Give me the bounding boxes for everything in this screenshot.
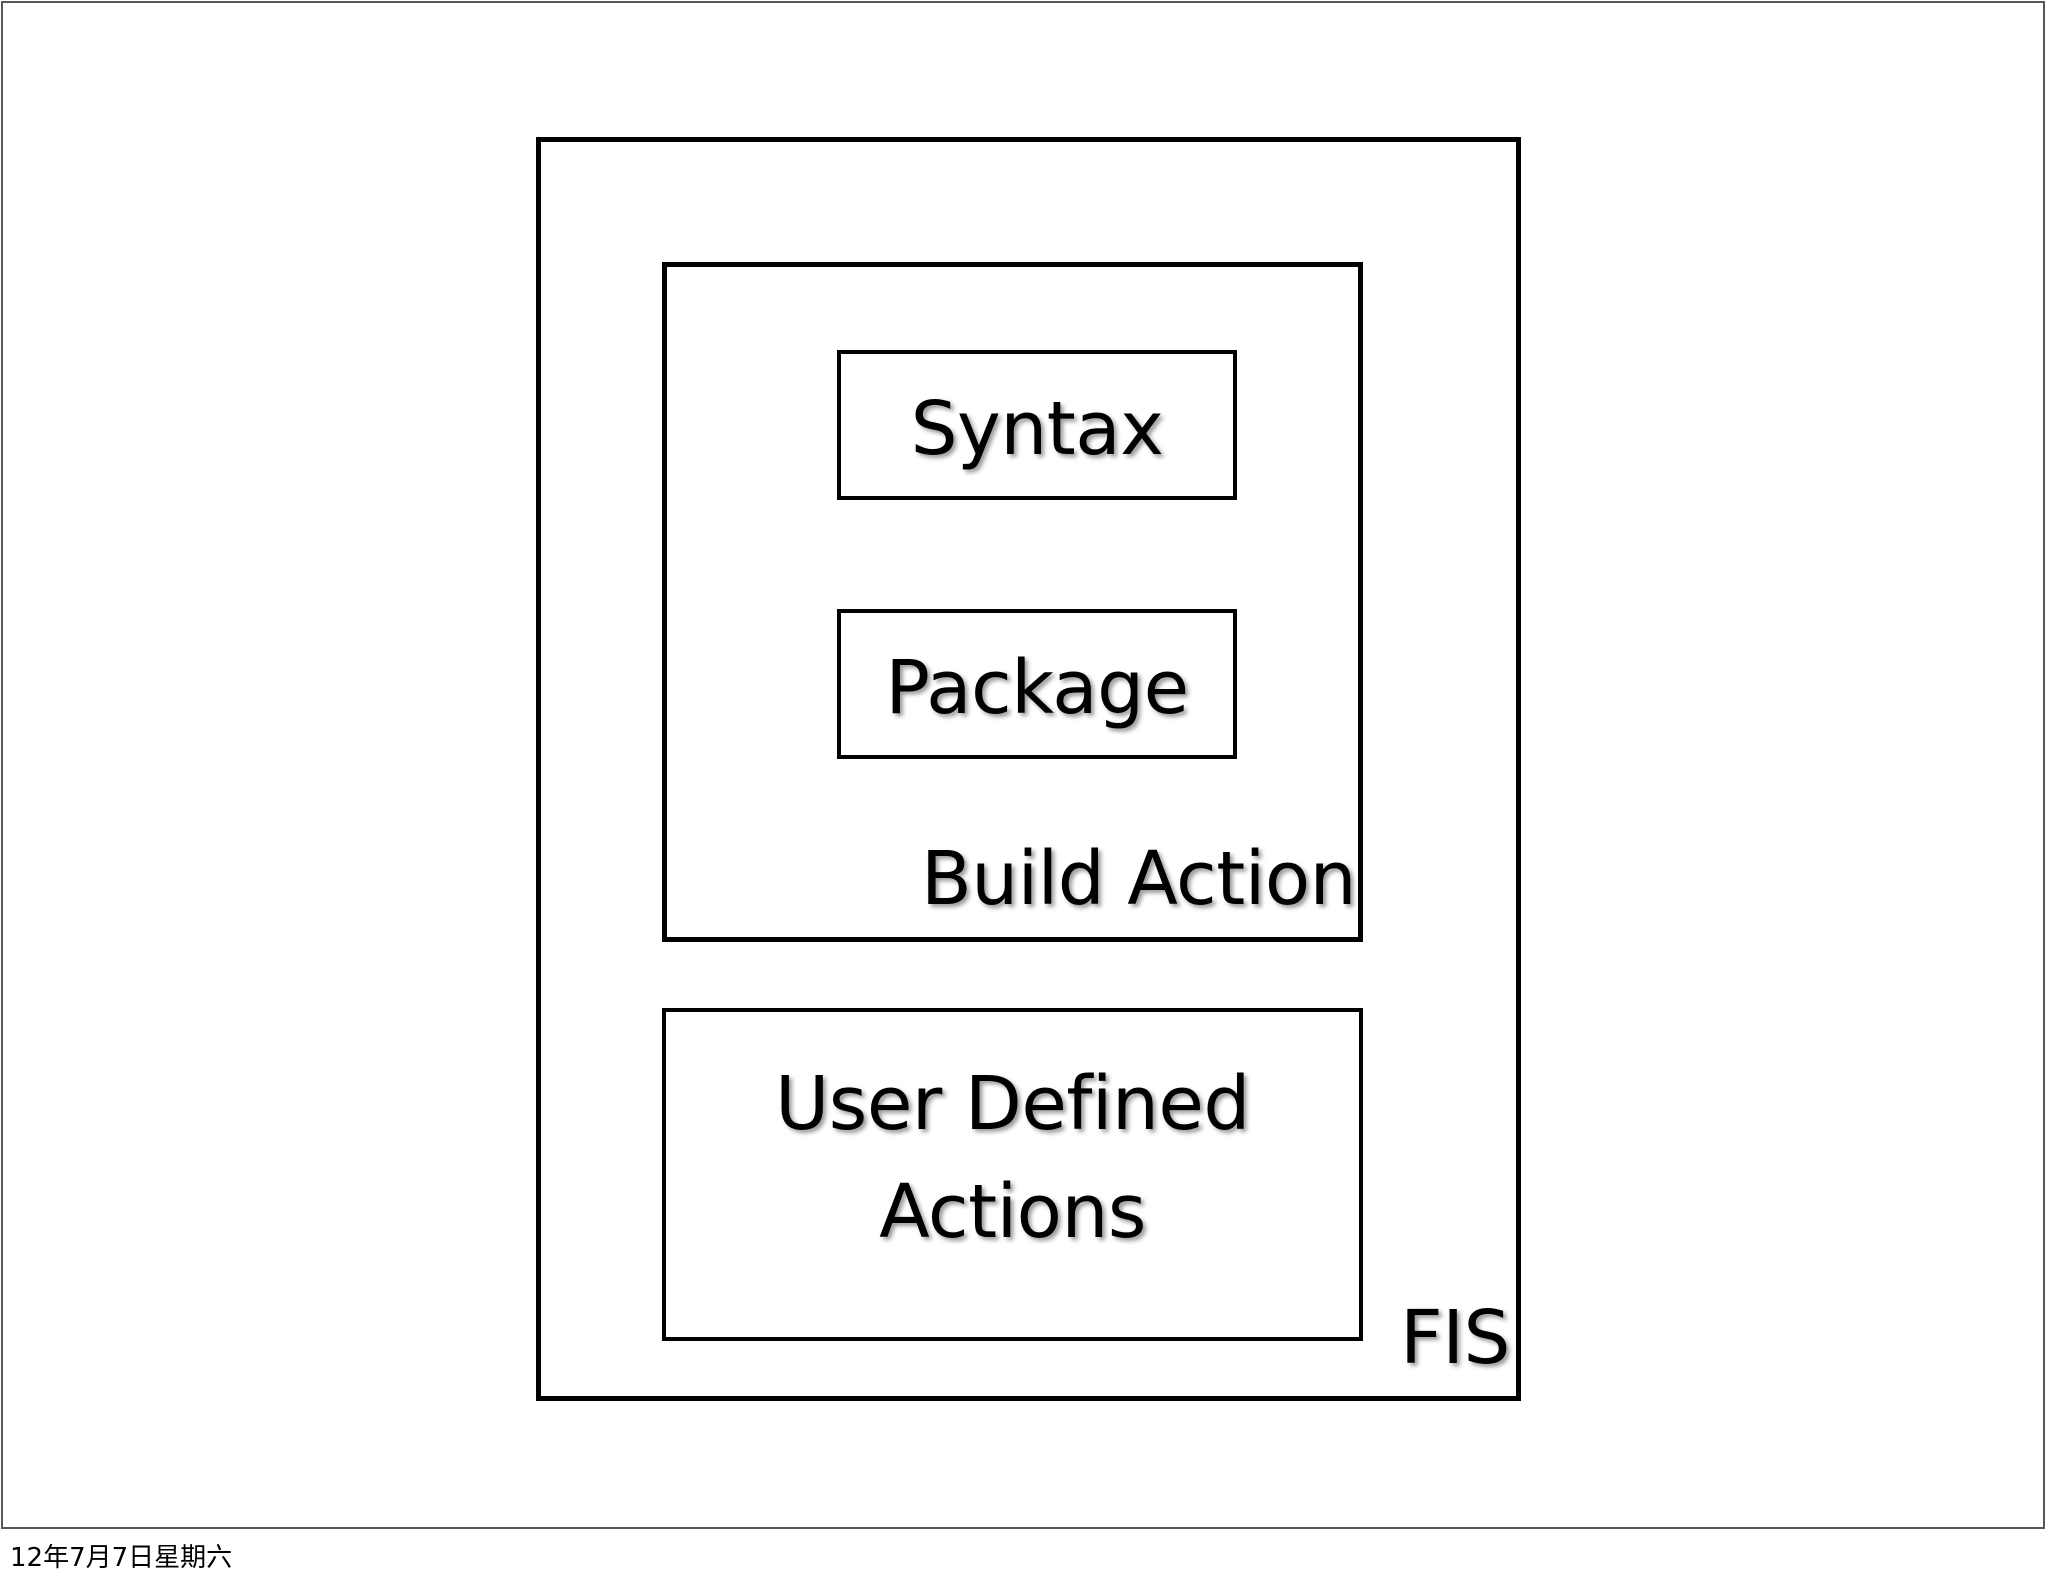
syntax-label: Syntax: [910, 386, 1164, 472]
build-action-label: Build Action: [920, 836, 1357, 922]
package-label: Package: [885, 645, 1189, 731]
footer-date: 12年7月7日星期六: [10, 1543, 233, 1573]
fis-label: FIS: [1400, 1295, 1510, 1381]
syntax-box[interactable]: Syntax: [837, 350, 1237, 500]
fis-container-box[interactable]: Syntax Package Build Action User Defined…: [536, 137, 1521, 1401]
package-box[interactable]: Package: [837, 609, 1237, 759]
user-defined-actions-label-line-1: User Defined: [775, 1061, 1250, 1147]
slide-frame: Syntax Package Build Action User Defined…: [1, 1, 2045, 1529]
build-action-container-box[interactable]: Syntax Package Build Action: [662, 262, 1363, 942]
user-defined-actions-label-line-2: Actions: [879, 1169, 1146, 1255]
